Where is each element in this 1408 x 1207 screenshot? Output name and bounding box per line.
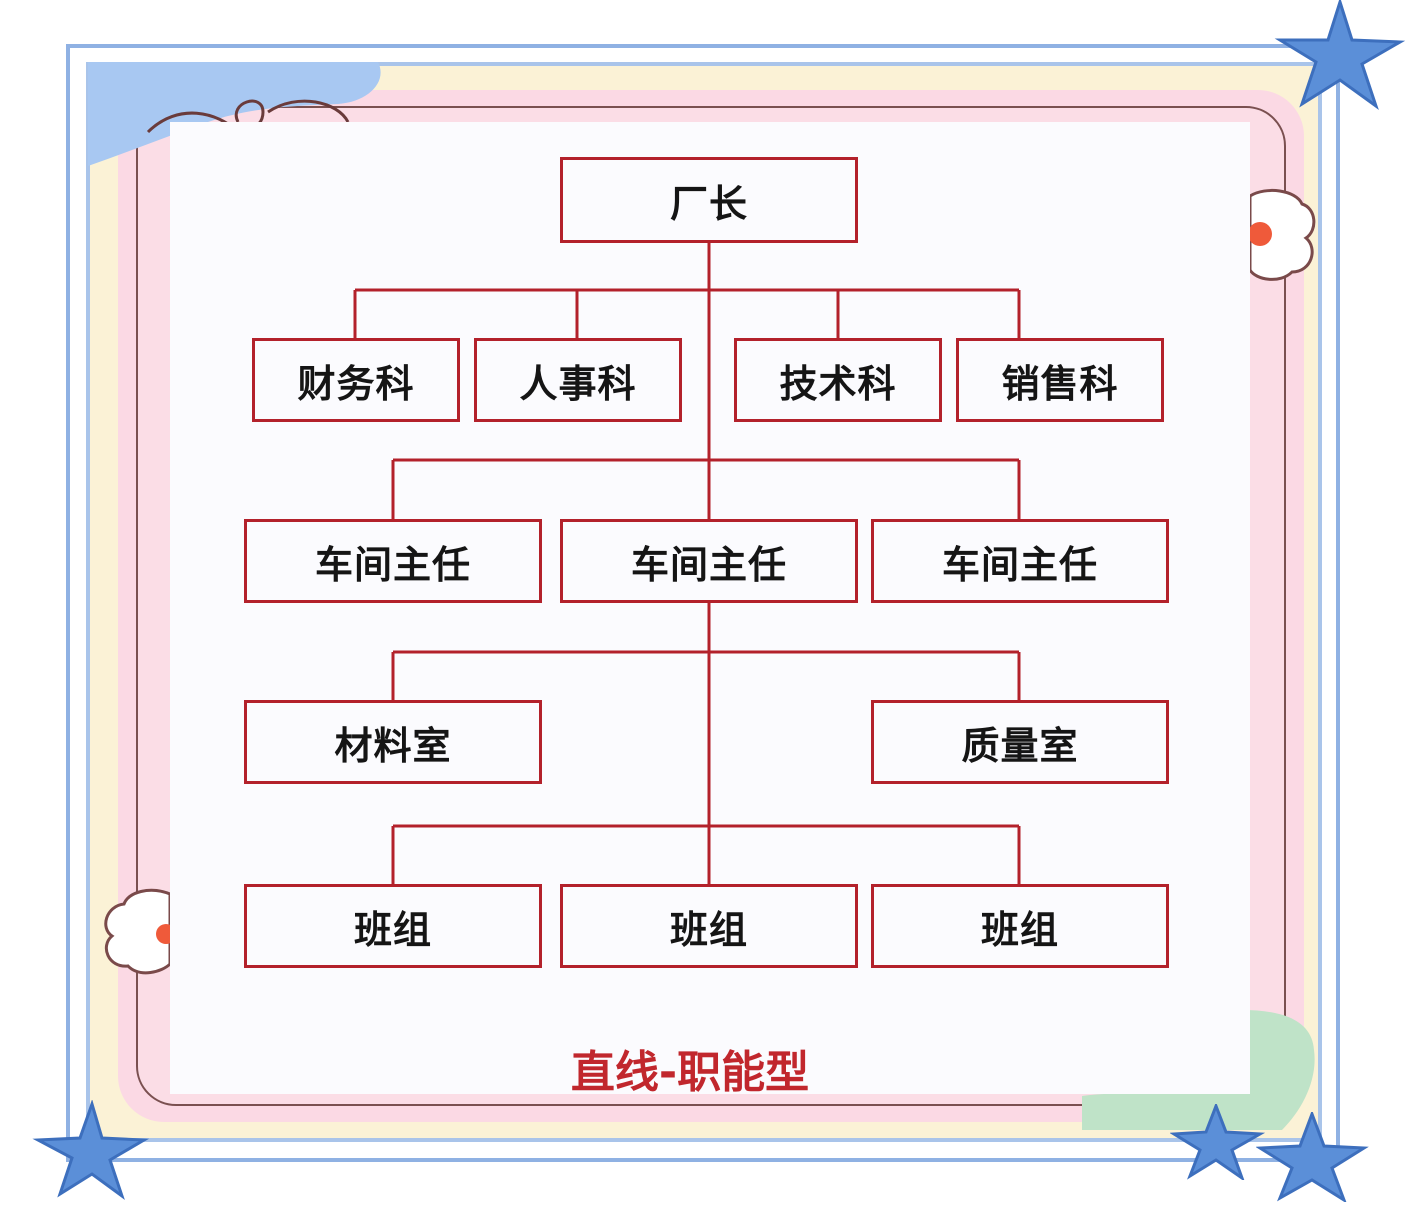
node-workshop-head: 车间主任 — [871, 519, 1169, 603]
node-team: 班组 — [871, 884, 1169, 968]
node-materials-office: 材料室 — [244, 700, 542, 784]
node-team: 班组 — [560, 884, 858, 968]
node-quality-office: 质量室 — [871, 700, 1169, 784]
node-workshop-head: 车间主任 — [244, 519, 542, 603]
node-team: 班组 — [244, 884, 542, 968]
green-cloud-decoration — [1082, 1010, 1315, 1130]
node-factory-director: 厂长 — [560, 157, 858, 243]
diagram-caption: 直线-职能型 — [570, 1047, 810, 1098]
node-department-finance: 财务科 — [252, 338, 460, 422]
star-icon — [32, 1100, 150, 1200]
star-icon — [1274, 0, 1406, 110]
frame-outer-border — [66, 44, 1340, 1162]
node-workshop-head: 车间主任 — [560, 519, 858, 603]
star-icon — [1256, 1112, 1369, 1202]
cloud-face-icon — [104, 888, 172, 975]
cloud-face-icon — [1248, 189, 1316, 281]
node-department-personnel: 人事科 — [474, 338, 682, 422]
node-department-sales: 销售科 — [956, 338, 1164, 422]
node-department-technology: 技术科 — [734, 338, 942, 422]
star-icon — [1170, 1104, 1266, 1180]
